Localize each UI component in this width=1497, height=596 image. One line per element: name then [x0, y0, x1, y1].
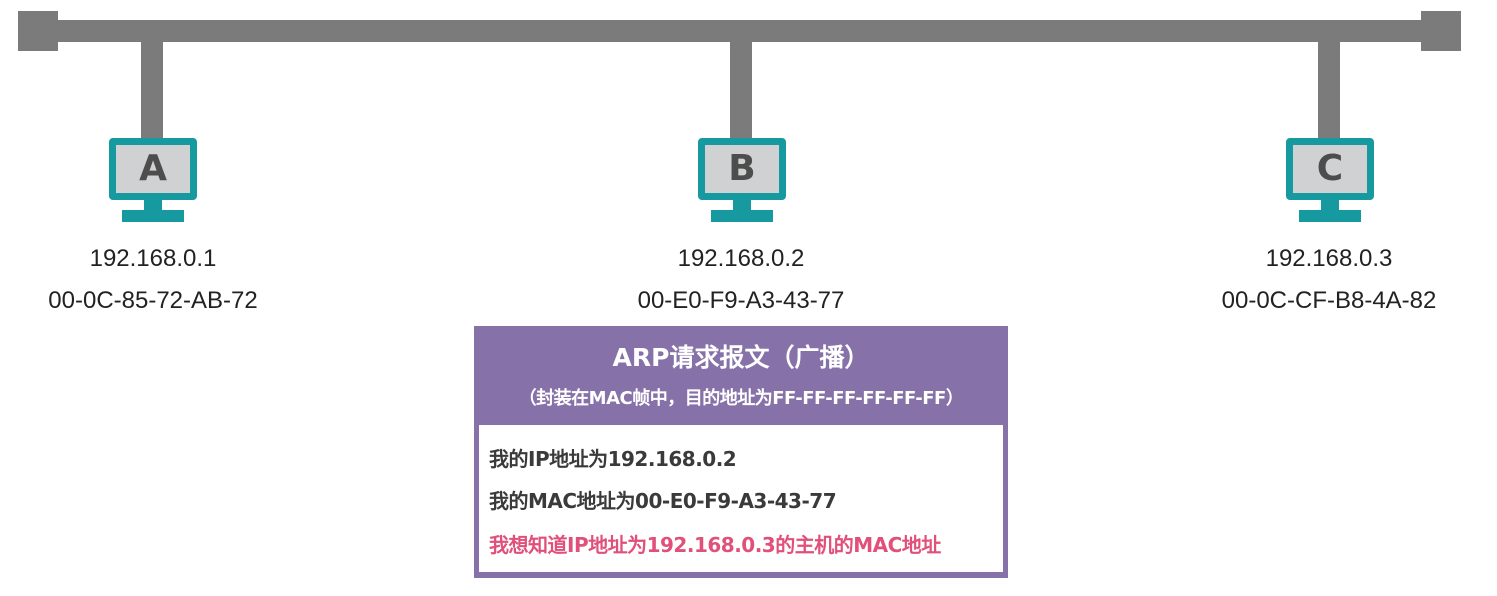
- host-c-computer-icon: C: [1286, 138, 1374, 200]
- host-b-mac: 00-E0-F9-A3-43-77: [637, 287, 845, 314]
- arp-request-frame: ARP请求报文（广播） （封装在MAC帧中，目的地址为FF-FF-FF-FF-F…: [474, 326, 1008, 578]
- host-a-stand-base: [122, 210, 184, 222]
- host-a-ip: 192.168.0.1: [89, 245, 217, 272]
- host-b-stand-base: [711, 210, 773, 222]
- drop-line-b: [730, 40, 752, 140]
- bus-terminator-left: [18, 11, 58, 51]
- host-a-computer-icon: A: [109, 138, 197, 200]
- host-a-stand-neck: [144, 200, 162, 210]
- host-c-info: 192.168.0.3 00-0C-CF-B8-4A-82: [1169, 238, 1489, 322]
- arp-sender-mac-line: 我的MAC地址为00-E0-F9-A3-43-77: [489, 489, 837, 513]
- host-c-letter: C: [1316, 148, 1344, 189]
- arp-frame-title: ARP请求报文（广播）: [612, 343, 870, 372]
- host-b-computer-icon: B: [698, 138, 786, 200]
- host-c-ip: 192.168.0.3: [1265, 245, 1393, 272]
- host-a-letter: A: [139, 148, 167, 189]
- arp-sender-ip-line: 我的IP地址为192.168.0.2: [489, 447, 737, 471]
- bus-terminator-right: [1421, 11, 1461, 51]
- arp-frame-body: 我的IP地址为192.168.0.2 我的MAC地址为00-E0-F9-A3-4…: [479, 425, 1003, 572]
- arp-target-query-line: 我想知道IP地址为192.168.0.3的主机的MAC地址: [489, 533, 941, 557]
- host-c-mac: 00-0C-CF-B8-4A-82: [1221, 287, 1437, 314]
- host-b-info: 192.168.0.2 00-E0-F9-A3-43-77: [581, 238, 901, 322]
- host-c-stand-base: [1299, 210, 1361, 222]
- arp-frame-subtitle: （封装在MAC帧中，目的地址为FF-FF-FF-FF-FF-FF）: [518, 388, 964, 409]
- host-b-stand-neck: [733, 200, 751, 210]
- host-a-info: 192.168.0.1 00-0C-85-72-AB-72: [0, 238, 313, 322]
- drop-line-a: [141, 40, 163, 140]
- host-a-mac: 00-0C-85-72-AB-72: [48, 287, 258, 314]
- host-c-stand-neck: [1321, 200, 1339, 210]
- host-b-ip: 192.168.0.2: [677, 245, 805, 272]
- host-b-letter: B: [728, 148, 756, 189]
- drop-line-c: [1318, 40, 1340, 140]
- ethernet-bus: [18, 20, 1461, 42]
